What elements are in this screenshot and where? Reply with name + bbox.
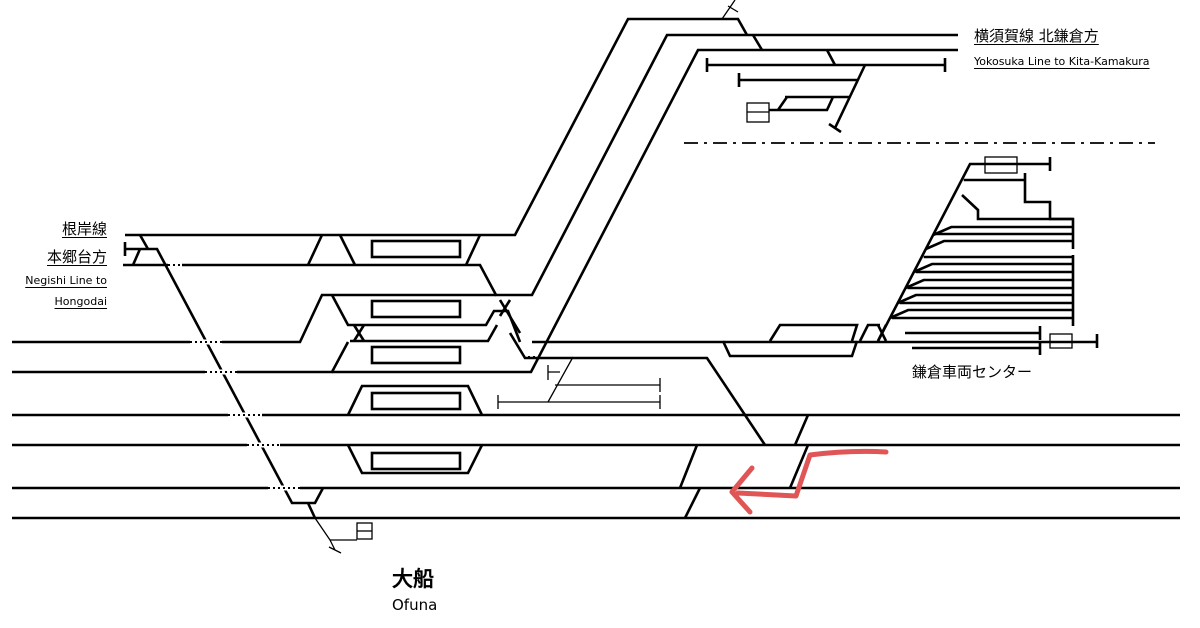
depot-storage-track [889,308,1073,320]
track-left-372 [12,341,350,374]
depot-storage-track [897,293,1073,305]
platform-5 [370,451,462,471]
label-depot: 鎌倉車両センター [912,363,1033,381]
annotation-arrow [729,448,889,515]
platform-2 [370,299,462,319]
track-negishi-down [123,33,958,297]
platforms [370,239,462,471]
depot-storage-track [932,225,1073,237]
label-negishi-jp-1: 根岸線 [61,220,107,238]
depot-storage-track [925,239,1073,251]
station-name-jp: 大船 [392,567,434,591]
label-negishi-jp-2: 本郷台方 [46,248,107,266]
track-left-342 [12,293,496,344]
track-357 [508,332,767,446]
kamakura-depot [721,156,1099,358]
station-name-en: Ofuna [392,596,438,614]
platform-1 [370,239,462,259]
label-negishi-en-1: Negishi Line to [25,274,107,287]
main-tracks [12,17,1180,520]
depot-storage-track [905,278,1073,290]
sidings [314,0,739,554]
depot-storage-track [913,262,1073,274]
label-negishi-en-2: Hongodai [54,295,107,308]
yokosuka-yard [705,58,947,134]
platform-4 [370,391,462,411]
label-yokosuka-jp: 横須賀線 北鎌倉方 [974,27,1099,45]
track-negishi-up [125,17,749,237]
label-yokosuka-en: Yokosuka Line to Kita-Kamakura [974,55,1150,68]
platform-3 [370,345,462,365]
station-tracks [123,34,837,519]
level-crossing-dots [168,262,548,491]
